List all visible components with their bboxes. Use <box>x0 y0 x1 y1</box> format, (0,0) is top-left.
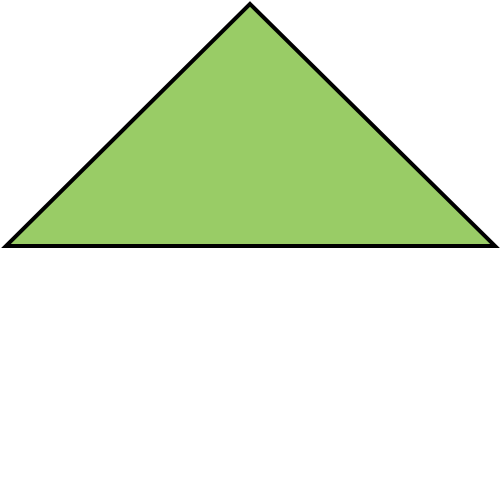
green-triangle <box>1 1 500 248</box>
